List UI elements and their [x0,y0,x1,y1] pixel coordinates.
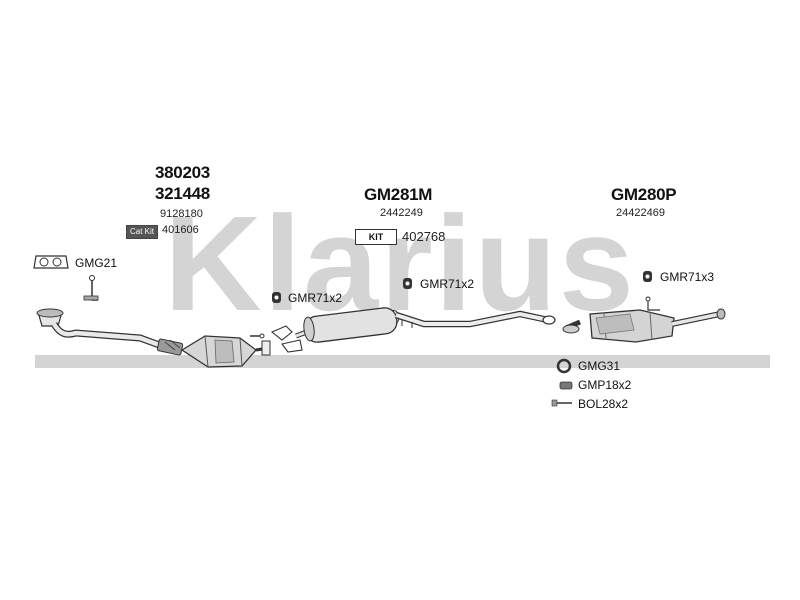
front-clamp-hardware [250,325,303,353]
gasket-gmg21-label: GMG21 [75,256,118,270]
middle-part-number: GM281M [364,185,433,204]
watermark-bar [35,355,770,368]
rubber-hanger-middle-label: GMR71x2 [420,277,475,291]
front-kit-reference: 401606 [162,224,199,236]
rubber-hanger-icon-middle [403,278,412,289]
intermediate-pipe [395,310,556,328]
lambda-sensor [83,275,99,301]
front-reference-number: 9128180 [160,208,203,220]
rubber-hanger-icon-rear [643,271,652,282]
rear-reference-number: 24422469 [616,207,665,219]
clamp-gmp18-label: GMP18x2 [578,378,632,392]
front-downpipe [36,308,184,356]
catalytic-converter [180,335,271,368]
middle-reference-number: 2442249 [380,207,423,219]
ring-gasket-gmg31-label: GMG31 [578,359,621,373]
rubber-hanger-front-label: GMR71x2 [288,291,343,305]
front-part-number-2: 321448 [155,184,210,203]
front-part-number-1: 380203 [155,163,210,182]
kit-badge: KIT [355,229,397,245]
ring-gasket-gmg31-icon [556,358,572,374]
middle-silencer [295,307,405,343]
gasket-gmg21-icon [33,255,69,269]
rubber-hanger-rear-label: GMR71x3 [660,270,715,284]
middle-kit-reference: 402768 [402,229,446,244]
cat-kit-badge: Cat Kit [126,225,158,239]
bolt-bol28-label: BOL28x2 [578,397,629,411]
clamp-gmp18-icon [559,381,573,390]
rubber-hanger-icon-front [272,292,281,303]
bolt-bol28-icon [551,399,572,407]
rear-silencer [562,296,726,343]
rear-part-number: GM280P [611,185,677,204]
